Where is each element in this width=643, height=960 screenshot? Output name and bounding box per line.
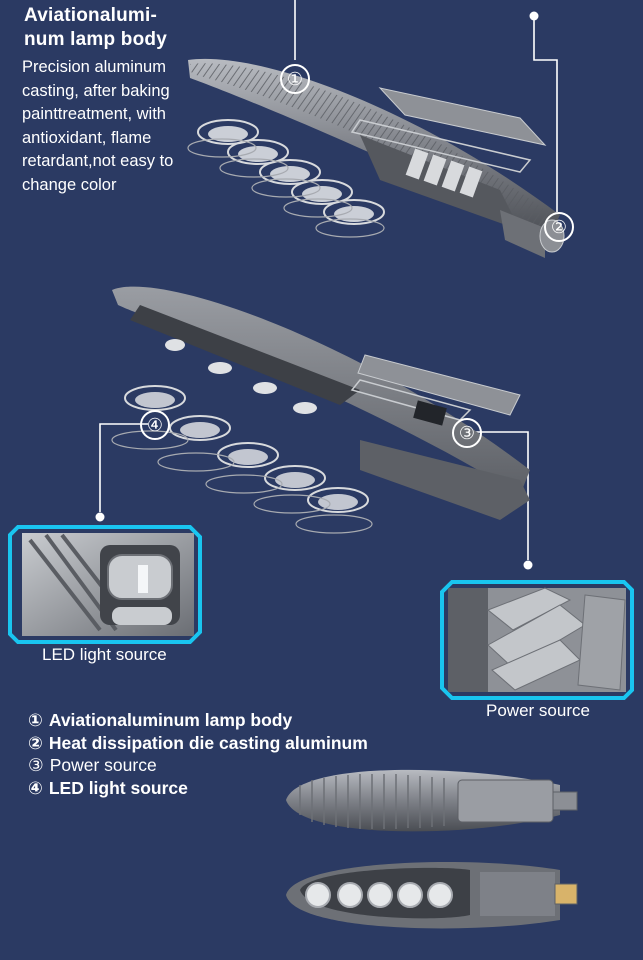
legend-text: Power source: [49, 755, 157, 775]
legend-text: LED light source: [48, 777, 188, 798]
description-line: change color: [22, 175, 117, 194]
leader-dot-2: [529, 11, 539, 21]
legend-item: ④ LED light source: [28, 777, 368, 800]
legend-number: ③: [28, 755, 44, 775]
leader-lines: [99, 0, 558, 560]
legend-item: ① Aviationaluminum lamp body: [28, 709, 368, 732]
callout-1: ①: [280, 64, 310, 94]
leader-dot-3: [523, 560, 533, 570]
description-line: Precision aluminum: [22, 58, 166, 76]
description-line: retardant,not easy to: [22, 152, 174, 170]
leader-dot-4: [95, 512, 105, 522]
bottom-lamp-front-view: [286, 862, 578, 929]
legend-number: ②: [28, 732, 43, 753]
led-inset-frame: [8, 525, 202, 644]
section-description: Precision aluminum casting, after baking…: [22, 56, 197, 197]
callout-4: ④: [140, 410, 170, 440]
legend-text: Aviationaluminum lamp body: [48, 710, 293, 730]
description-line: painttreatment, with: [22, 105, 166, 123]
section-title: Aviationalumi- num lamp body: [24, 4, 194, 52]
legend-item: ③ Power source: [28, 754, 368, 777]
callout-3: ③: [452, 418, 482, 448]
legend-number: ①: [28, 710, 43, 730]
callout-2: ②: [544, 212, 574, 242]
legend-item: ② Heat dissipation die casting aluminum: [28, 732, 368, 755]
description-line: casting, after baking: [22, 81, 170, 100]
section-title-line1: Aviationalumi-: [24, 5, 157, 26]
middle-lamp-exploded: [111, 286, 530, 534]
led-light-source-label: LED light source: [42, 645, 167, 664]
description-line: antioxidant, flame: [22, 128, 152, 147]
legend-number: ④: [28, 777, 43, 798]
legend-text: Heat dissipation die casting aluminum: [48, 732, 368, 753]
component-legend: ① Aviationaluminum lamp body ② Heat diss…: [28, 709, 368, 799]
power-source-label: Power source: [486, 701, 590, 720]
bottom-lamp-top-view: [286, 769, 578, 832]
section-title-line2: num lamp body: [24, 29, 167, 50]
power-inset-frame: [440, 580, 634, 700]
top-lamp-exploded: [187, 58, 565, 258]
